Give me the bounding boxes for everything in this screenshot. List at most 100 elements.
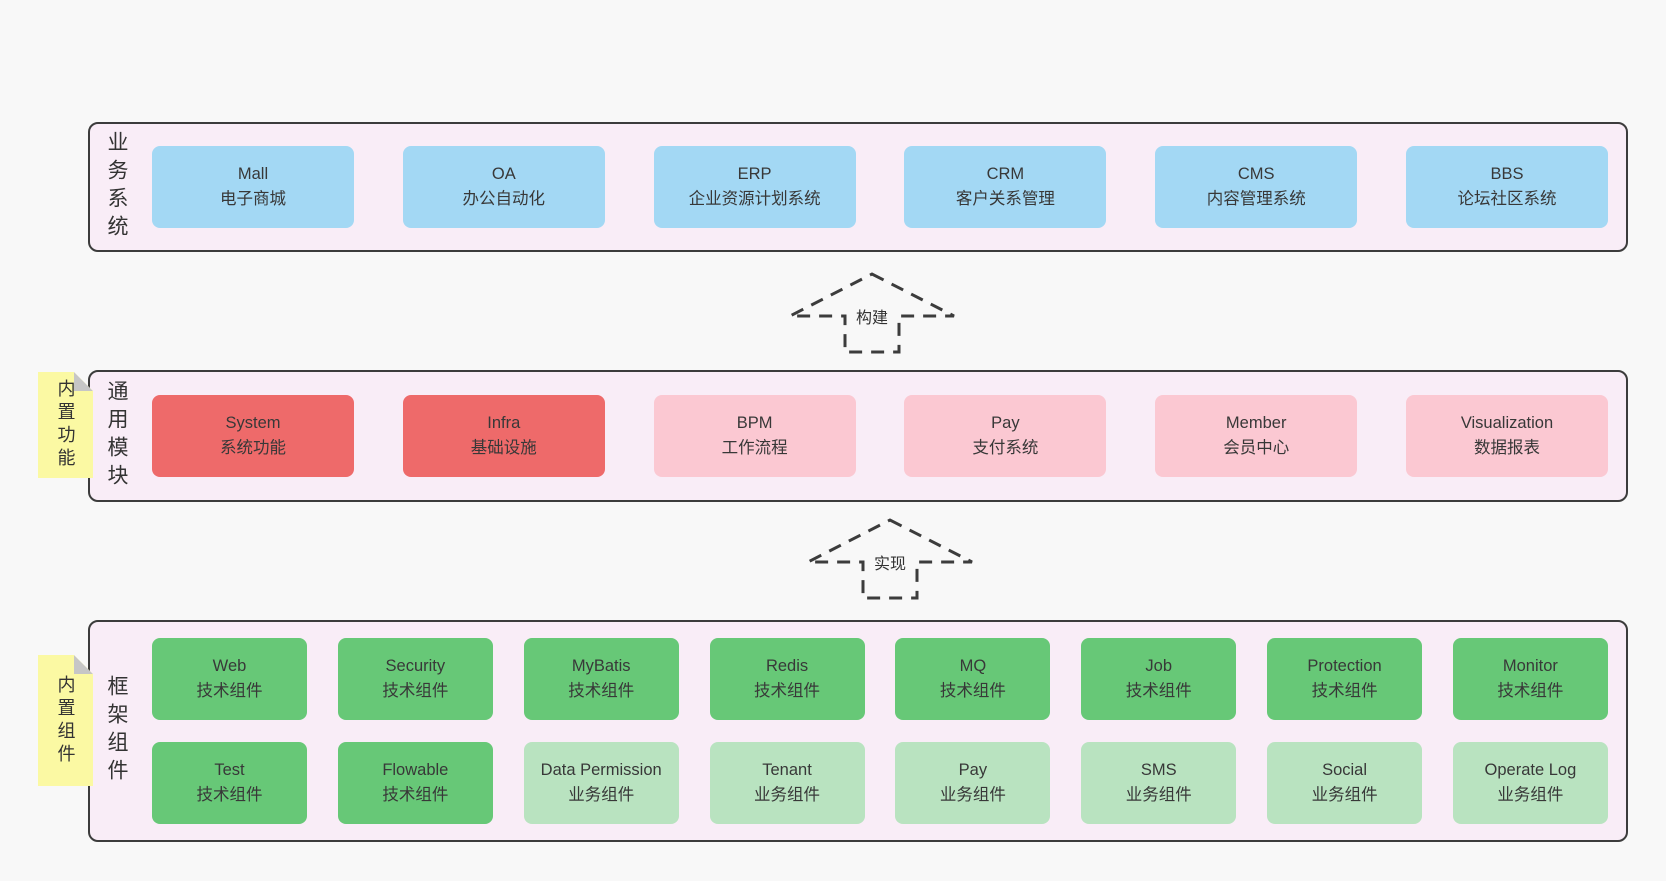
module-box-redis: Redis 技术组件 [709, 638, 865, 720]
module-box-member: Member 会员中心 [1155, 395, 1358, 477]
module-box-row: System 系统功能 Infra 基础设施 BPM 工作流程 Pay 支付系统 Member 会… [152, 395, 1608, 477]
module-box-desc: 技术组件 [196, 682, 263, 700]
module-box-protection: Protection 技术组件 [1267, 638, 1423, 720]
module-box-name: Data Permission [540, 761, 662, 779]
module-box-desc: 论坛社区系统 [1457, 190, 1557, 208]
module-box-bpm: BPM 工作流程 [653, 395, 856, 477]
common-modules-grid: System 系统功能 Infra 基础设施 BPM 工作流程 Pay 支付系统 Member 会… [152, 372, 1608, 500]
module-box-name: Pay [958, 761, 988, 779]
sticky-note-built-in-components: 内置组件 [38, 655, 93, 786]
build-arrow: 构建 [787, 271, 957, 355]
module-box-desc: 业务组件 [1497, 786, 1564, 804]
module-box-pay: Pay 支付系统 [904, 395, 1107, 477]
module-box-name: BPM [736, 414, 773, 432]
module-box-tenant: Tenant 业务组件 [709, 742, 865, 824]
module-box-desc: 业务组件 [568, 786, 635, 804]
module-box-desc: 技术组件 [568, 682, 635, 700]
module-box-desc: 技术组件 [196, 786, 263, 804]
module-box-name: System [225, 414, 281, 432]
module-box-desc: 技术组件 [1311, 682, 1378, 700]
module-box-sms: SMS 业务组件 [1081, 742, 1237, 824]
module-box-desc: 支付系统 [972, 439, 1039, 457]
up-block-arrow-icon [789, 272, 955, 354]
module-box-desc: 工作流程 [721, 439, 788, 457]
module-box-desc: 业务组件 [1125, 786, 1192, 804]
sticky-note-text: 内置组件 [55, 674, 76, 767]
module-box-name: MyBatis [571, 657, 631, 675]
module-box-name: Test [214, 761, 245, 779]
layer-framework-components-title: 框架组件 [105, 675, 128, 787]
module-box-name: BBS [1490, 165, 1524, 183]
module-box-desc: 客户关系管理 [955, 190, 1055, 208]
module-box-name: Operate Log [1484, 761, 1577, 779]
module-box-name: OA [491, 165, 516, 183]
module-box-flowable: Flowable 技术组件 [337, 742, 493, 824]
module-box-infra: Infra 基础设施 [402, 395, 605, 477]
module-box-name: Visualization [1460, 414, 1554, 432]
module-box-desc: 技术组件 [382, 786, 449, 804]
module-box-bbs: BBS 论坛社区系统 [1405, 146, 1608, 228]
layer-common-modules-title: 通用模块 [105, 380, 128, 492]
module-box-desc: 技术组件 [939, 682, 1006, 700]
module-box-name: Pay [991, 414, 1020, 432]
module-box-desc: 系统功能 [220, 439, 286, 457]
module-box-pay: Pay 业务组件 [895, 742, 1051, 824]
module-box-desc: 业务组件 [939, 786, 1006, 804]
module-box-name: Social [1322, 761, 1368, 779]
module-box-name: Redis [765, 657, 809, 675]
sticky-note-built-in-features: 内置功能 [38, 372, 93, 478]
module-box-security: Security 技术组件 [337, 638, 493, 720]
module-box-desc: 技术组件 [1125, 682, 1192, 700]
module-box-desc: 会员中心 [1223, 439, 1290, 457]
module-box-desc: 业务组件 [1311, 786, 1378, 804]
module-box-job: Job 技术组件 [1081, 638, 1237, 720]
module-box-system: System 系统功能 [152, 395, 354, 477]
layer-business-systems-title: 业务系统 [105, 131, 128, 243]
layer-common-modules: 通用模块 System 系统功能 Infra 基础设施 BPM 工作流程 Pay 支付系统 Me… [88, 370, 1628, 502]
module-box-name: SMS [1140, 761, 1177, 779]
module-box-name: Job [1145, 657, 1173, 675]
module-box-social: Social 业务组件 [1267, 742, 1423, 824]
module-box-name: Protection [1307, 657, 1382, 675]
module-box-desc: 业务组件 [754, 786, 821, 804]
module-box-name: Web [212, 657, 247, 675]
module-box-desc: 技术组件 [1497, 682, 1564, 700]
implement-arrow: 实现 [805, 517, 975, 601]
module-box-oa: OA 办公自动化 [402, 146, 605, 228]
module-box-name: Mall [237, 165, 269, 183]
module-box-name: Member [1225, 414, 1287, 432]
module-box-data-permission: Data Permission 业务组件 [523, 742, 679, 824]
module-box-name: Security [385, 657, 446, 675]
sticky-note-text: 内置功能 [55, 379, 76, 471]
module-box-desc: 技术组件 [754, 682, 821, 700]
module-box-desc: 技术组件 [382, 682, 449, 700]
module-box-name: Infra [487, 414, 521, 432]
module-box-name: Monitor [1502, 657, 1558, 675]
module-box-mybatis: MyBatis 技术组件 [523, 638, 679, 720]
module-box-name: MQ [959, 657, 987, 675]
module-box-mall: Mall 电子商城 [152, 146, 354, 228]
build-arrow-label: 构建 [852, 303, 892, 329]
module-box-name: Tenant [762, 761, 812, 779]
up-block-arrow-icon [807, 518, 973, 600]
module-box-operate-log: Operate Log 业务组件 [1452, 742, 1608, 824]
module-box-desc: 企业资源计划系统 [688, 190, 821, 208]
implement-arrow-label: 实现 [870, 549, 910, 575]
module-box-name: Flowable [382, 761, 449, 779]
module-box-desc: 电子商城 [220, 190, 286, 208]
module-box-desc: 基础设施 [470, 439, 537, 457]
module-box-desc: 办公自动化 [462, 190, 546, 208]
module-box-desc: 内容管理系统 [1206, 190, 1306, 208]
